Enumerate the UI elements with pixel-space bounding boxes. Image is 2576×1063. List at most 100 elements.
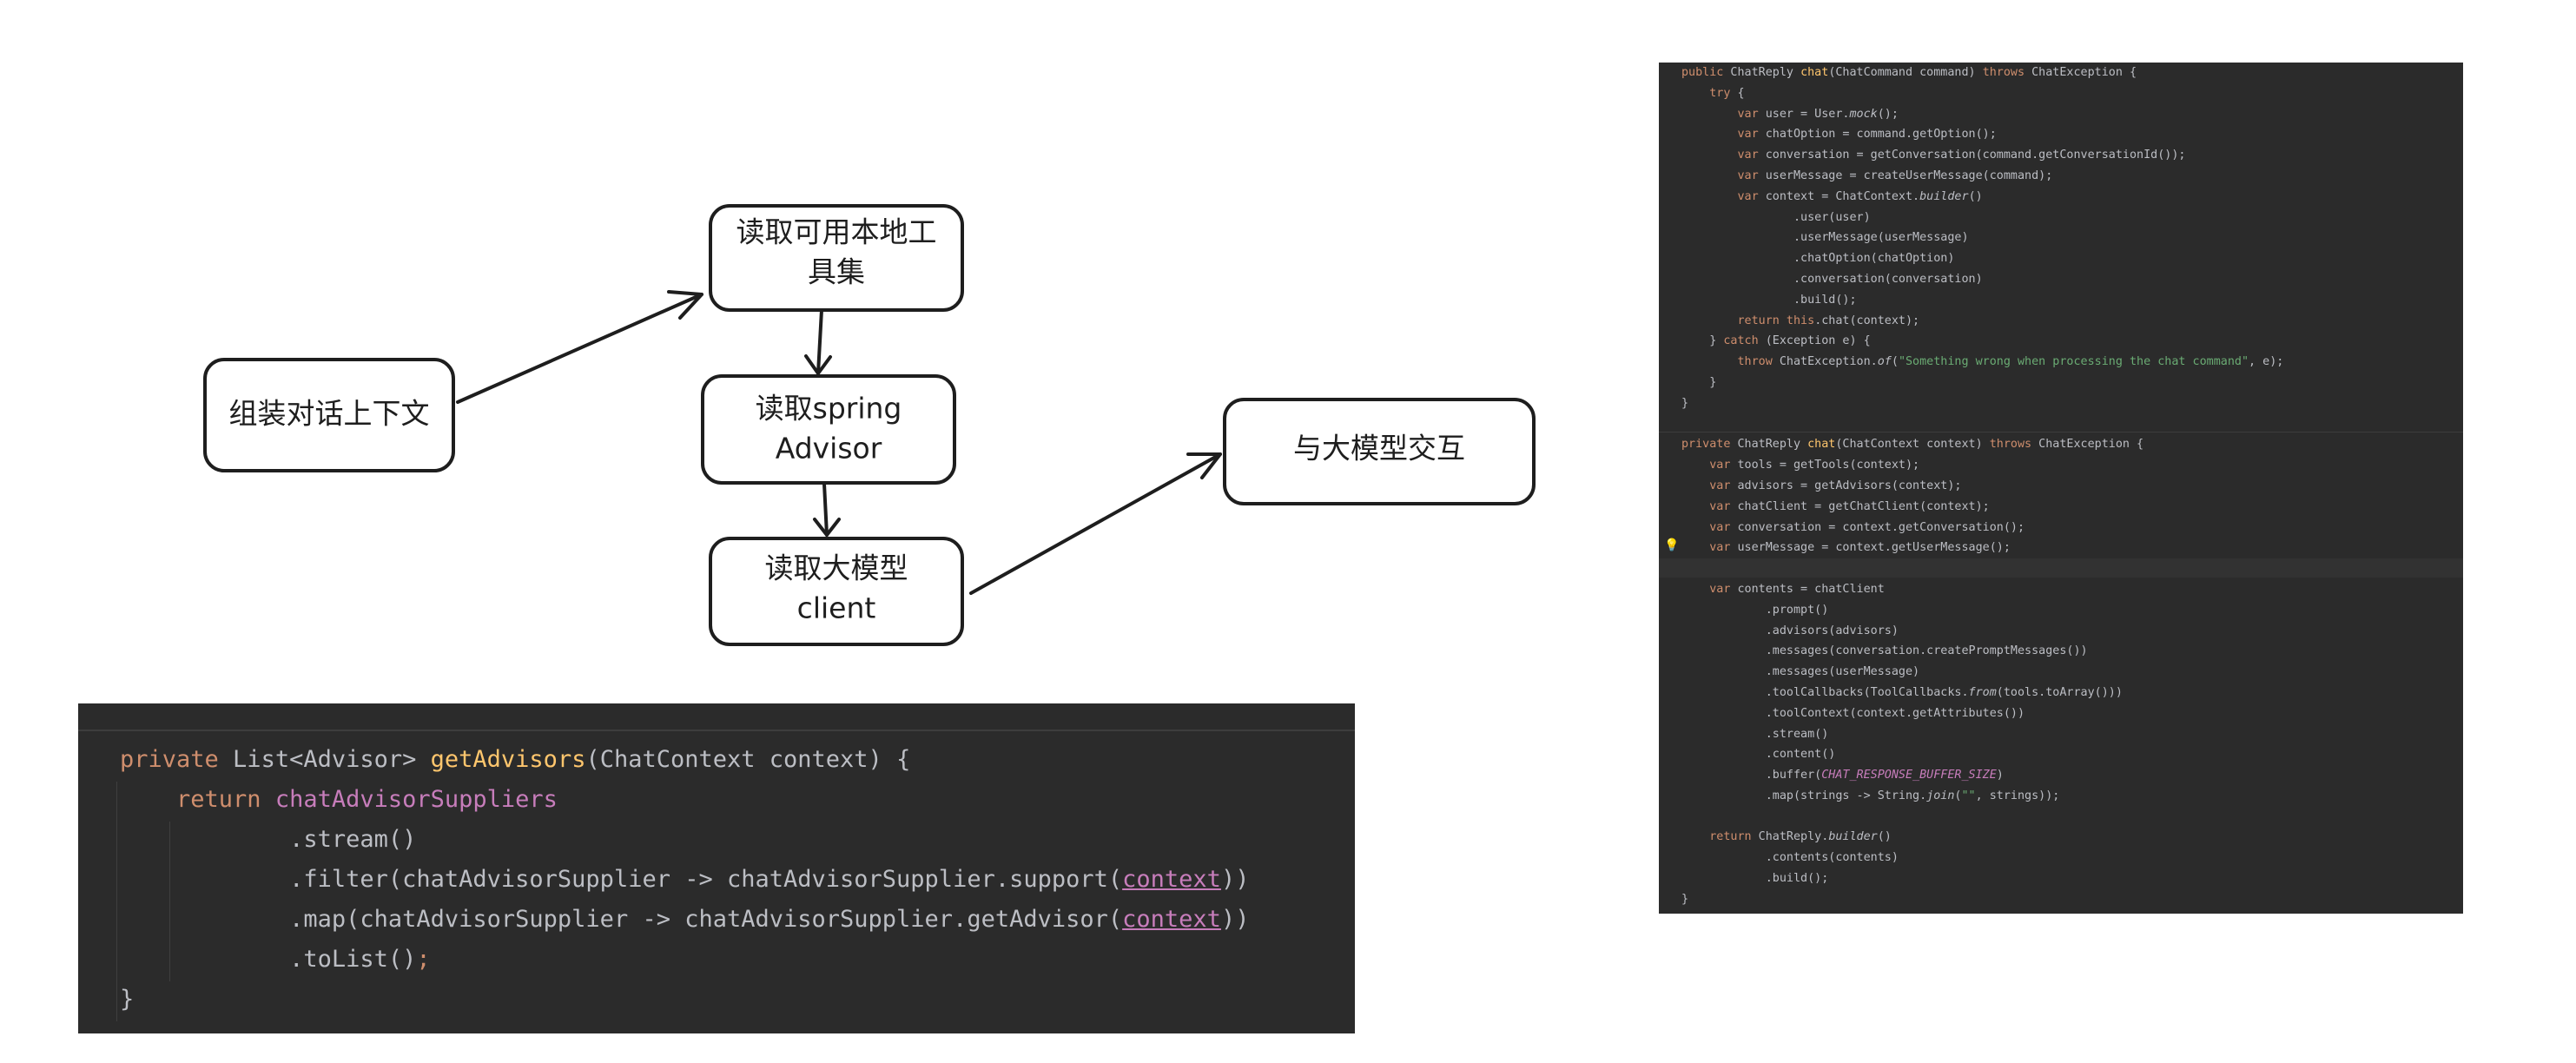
node-read-advisor-label-line1: 读取spring: [756, 392, 902, 426]
code-token: private: [120, 746, 219, 773]
code-line: .buffer(CHAT_RESPONSE_BUFFER_SIZE): [1681, 765, 2283, 786]
code-token: userMessage = createUserMessage(command)…: [1758, 168, 2053, 182]
code-token: [1681, 583, 1709, 596]
edge-assemble-to-tools: [456, 290, 703, 404]
code-token: .conversation(conversation): [1681, 272, 1983, 286]
indent-guide: [116, 782, 117, 1021]
code-line: var userMessage = createUserMessage(comm…: [1681, 166, 2283, 187]
code-token: .messages(userMessage): [1681, 665, 1920, 679]
code-token: [1681, 128, 1738, 141]
code-token: advisors = getAdvisors(context);: [1730, 479, 1962, 492]
code-token: var: [1709, 520, 1731, 534]
code-token: public: [1681, 66, 1724, 79]
code-token: }: [1681, 892, 1689, 906]
code-token: [120, 786, 176, 813]
node-interact-llm[interactable]: 与大模型交互: [1223, 398, 1536, 505]
code-token: (: [1891, 355, 1899, 369]
code-line: try {: [1681, 83, 2283, 104]
edge-advisor-to-client: [813, 482, 841, 537]
code-token: .toolCallbacks(ToolCallbacks.: [1681, 685, 1969, 699]
code-line: .conversation(conversation): [1681, 269, 2283, 290]
code-token: catch: [1723, 334, 1759, 348]
code-token: chatAdvisorSuppliers: [274, 786, 558, 813]
code-token: [1681, 314, 1738, 327]
code-line: }: [1681, 889, 2283, 910]
node-assemble-context[interactable]: 组装对话上下文: [203, 358, 455, 472]
code-line: .chatOption(chatOption): [1681, 248, 2283, 269]
code-line: return ChatReply.builder(): [1681, 827, 2283, 848]
code-token: ChatException {: [2024, 66, 2137, 79]
code-token: ChatReply: [1723, 66, 1801, 79]
code-token: return: [176, 786, 275, 813]
code-token: .buffer(: [1681, 769, 1822, 782]
code-token: var: [1737, 189, 1759, 203]
code-token: chat: [1800, 66, 1829, 79]
code-token: {: [1730, 86, 1745, 100]
code-line: .map(chatAdvisorSupplier -> chatAdvisorS…: [120, 900, 1249, 940]
current-line-highlight: [1659, 558, 2463, 578]
code-token: var: [1737, 168, 1759, 182]
code-token: ChatReply.: [1751, 830, 1829, 844]
code-token: mock: [1849, 107, 1878, 121]
code-token: var: [1737, 128, 1759, 142]
code-line: }: [120, 980, 1249, 1020]
code-token: var: [1709, 479, 1731, 492]
code-line: var conversation = getConversation(comma…: [1681, 145, 2283, 166]
code-line: .userMessage(userMessage): [1681, 228, 2283, 248]
indent-guide: [169, 822, 170, 981]
code-token: chat: [1807, 438, 1836, 452]
code-token: [1681, 108, 1738, 121]
node-interact-llm-label: 与大模型交互: [1293, 432, 1465, 465]
code-token: .user(user): [1681, 210, 1871, 224]
code-token: .toolContext(context.getAttributes()): [1681, 706, 2025, 720]
code-line: .map(strings -> String.join("", strings)…: [1681, 786, 2283, 807]
node-read-client-label-line2: client: [797, 591, 876, 625]
code-token: try: [1709, 86, 1731, 100]
code-token: }: [1681, 375, 1717, 389]
flowchart: 组装对话上下文 读取可用本地工 具集 读取spring Advisor 读取大模…: [203, 204, 1536, 646]
edge-tools-to-advisor: [804, 308, 832, 375]
code-token: (Exception e) {: [1758, 334, 1871, 348]
code-token: [1681, 190, 1738, 203]
code-line: [1681, 807, 2283, 828]
code-line: [1681, 558, 2283, 579]
code-line: .build();: [1681, 290, 2283, 311]
code-token: .filter(chatAdvisorSupplier -> chatAdvis…: [120, 866, 1123, 893]
code-token: [1681, 500, 1709, 513]
code-line: .toolCallbacks(ToolCallbacks.from(tools.…: [1681, 683, 2283, 703]
code-token: (ChatContext context): [1835, 438, 1990, 452]
code-line: var context = ChatContext.builder(): [1681, 187, 2283, 208]
code-token: builder: [1919, 189, 1969, 203]
code-token: ): [1996, 769, 2004, 782]
code-token: join: [1926, 789, 1955, 802]
code-line: var chatClient = getChatClient(context);: [1681, 497, 2283, 518]
code-token: [1681, 459, 1709, 472]
code-token: .stream(): [120, 826, 417, 853]
code-token: [1681, 521, 1709, 534]
node-read-advisor[interactable]: 读取spring Advisor: [701, 374, 956, 485]
code-token: (ChatCommand command): [1828, 66, 1983, 79]
node-assemble-context-label: 组装对话上下文: [229, 397, 430, 431]
node-read-tools[interactable]: 读取可用本地工 具集: [709, 204, 964, 312]
code-token: }: [120, 986, 135, 1013]
code-line: .build();: [1681, 868, 2283, 889]
code-token: .userMessage(userMessage): [1681, 231, 1969, 245]
code-token: }: [1681, 396, 1689, 410]
code-token: }: [1681, 334, 1724, 348]
code-line: .user(user): [1681, 208, 2283, 228]
code-token: (ChatContext context) {: [585, 746, 911, 773]
code-token: builder: [1828, 830, 1878, 844]
code-line: .toList();: [120, 940, 1249, 980]
code-line: var user = User.mock();: [1681, 104, 2283, 125]
code-token: (tools.toArray())): [1996, 685, 2123, 699]
node-read-client[interactable]: 读取大模型 client: [709, 537, 964, 646]
code-token: conversation = context.getConversation()…: [1730, 520, 2025, 534]
code-token: ChatException.: [1772, 355, 1878, 369]
code-token: throws: [1989, 438, 2032, 452]
code-token: ChatReply: [1730, 438, 1808, 452]
code-token: CHAT_RESPONSE_BUFFER_SIZE: [1821, 769, 1997, 782]
code-line: throw ChatException.of("Something wrong …: [1681, 352, 2284, 373]
lightbulb-icon[interactable]: 💡: [1664, 538, 1680, 552]
code-token: [1681, 149, 1738, 162]
code-token: var: [1709, 582, 1731, 596]
